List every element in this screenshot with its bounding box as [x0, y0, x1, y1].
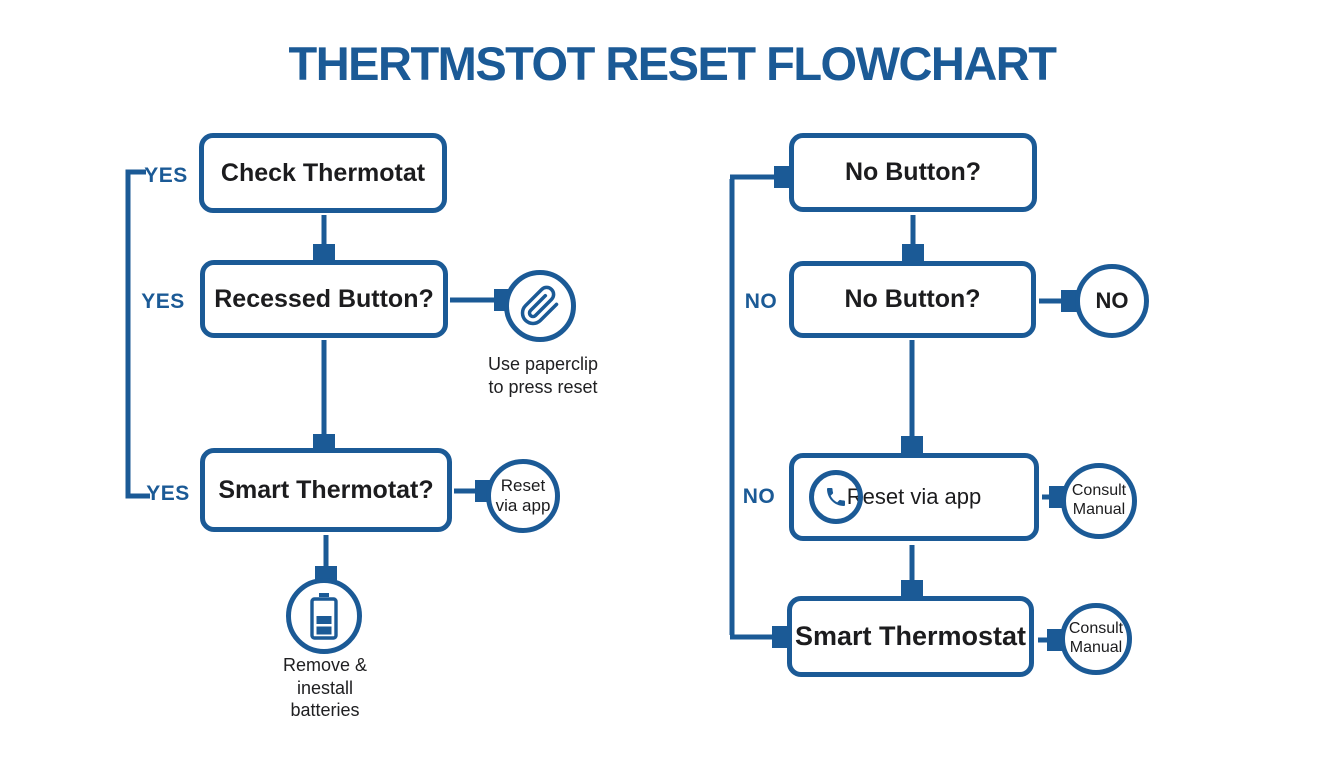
battery-icon	[310, 593, 338, 640]
node-reset-via-app-circle: Reset via app	[486, 459, 560, 533]
node-label: Reset via app	[846, 484, 982, 509]
edge-label-yes-middle: YES	[141, 290, 185, 313]
circle-label: Consult Manual	[1071, 482, 1127, 518]
node-label: No Button?	[844, 158, 982, 186]
node-smart-thermostat-question: Smart Thermotat?	[200, 448, 452, 532]
circle-label: Consult Manual	[1068, 620, 1124, 656]
node-label: No Button?	[844, 285, 981, 313]
yes-bracket-line	[125, 169, 150, 499]
node-label: Smart Thermostat	[794, 621, 1027, 651]
edge-label-no-middle: NO	[744, 290, 778, 313]
circle-label: Reset via app	[495, 475, 551, 515]
node-consult-manual-bottom: Consult Manual	[1060, 603, 1132, 675]
circle-label: NO	[1095, 288, 1129, 314]
page-title: THERTMSTOT RESET FLOWCHART	[288, 37, 1057, 90]
node-label: Recessed Button?	[214, 284, 434, 313]
node-paperclip	[504, 270, 576, 342]
phone-icon	[808, 469, 864, 525]
node-smart-thermostat: Smart Thermostat	[787, 596, 1034, 677]
node-battery	[286, 578, 362, 654]
node-no-button-middle: No Button?	[789, 261, 1036, 338]
edge-label-yes-bottom: YES	[146, 482, 190, 505]
node-recessed-button: Recessed Button?	[200, 260, 448, 338]
node-no-circle: NO	[1075, 264, 1149, 338]
node-consult-manual-top: Consult Manual	[1061, 463, 1137, 539]
battery-caption: Remove & inestall batteries	[282, 655, 368, 720]
paperclip-caption: Use paperclip to press reset	[487, 354, 599, 397]
paperclip-icon	[520, 285, 559, 326]
node-check-thermostat: Check Thermotat	[199, 133, 447, 213]
edge-label-no-lower: NO	[742, 485, 776, 508]
node-label: Smart Thermotat?	[218, 475, 434, 504]
edge-label-yes-top: YES	[144, 164, 188, 187]
node-label: Check Thermotat	[220, 158, 426, 187]
node-reset-via-app-box: Reset via app	[789, 453, 1039, 541]
node-no-button-top: No Button?	[789, 133, 1037, 212]
